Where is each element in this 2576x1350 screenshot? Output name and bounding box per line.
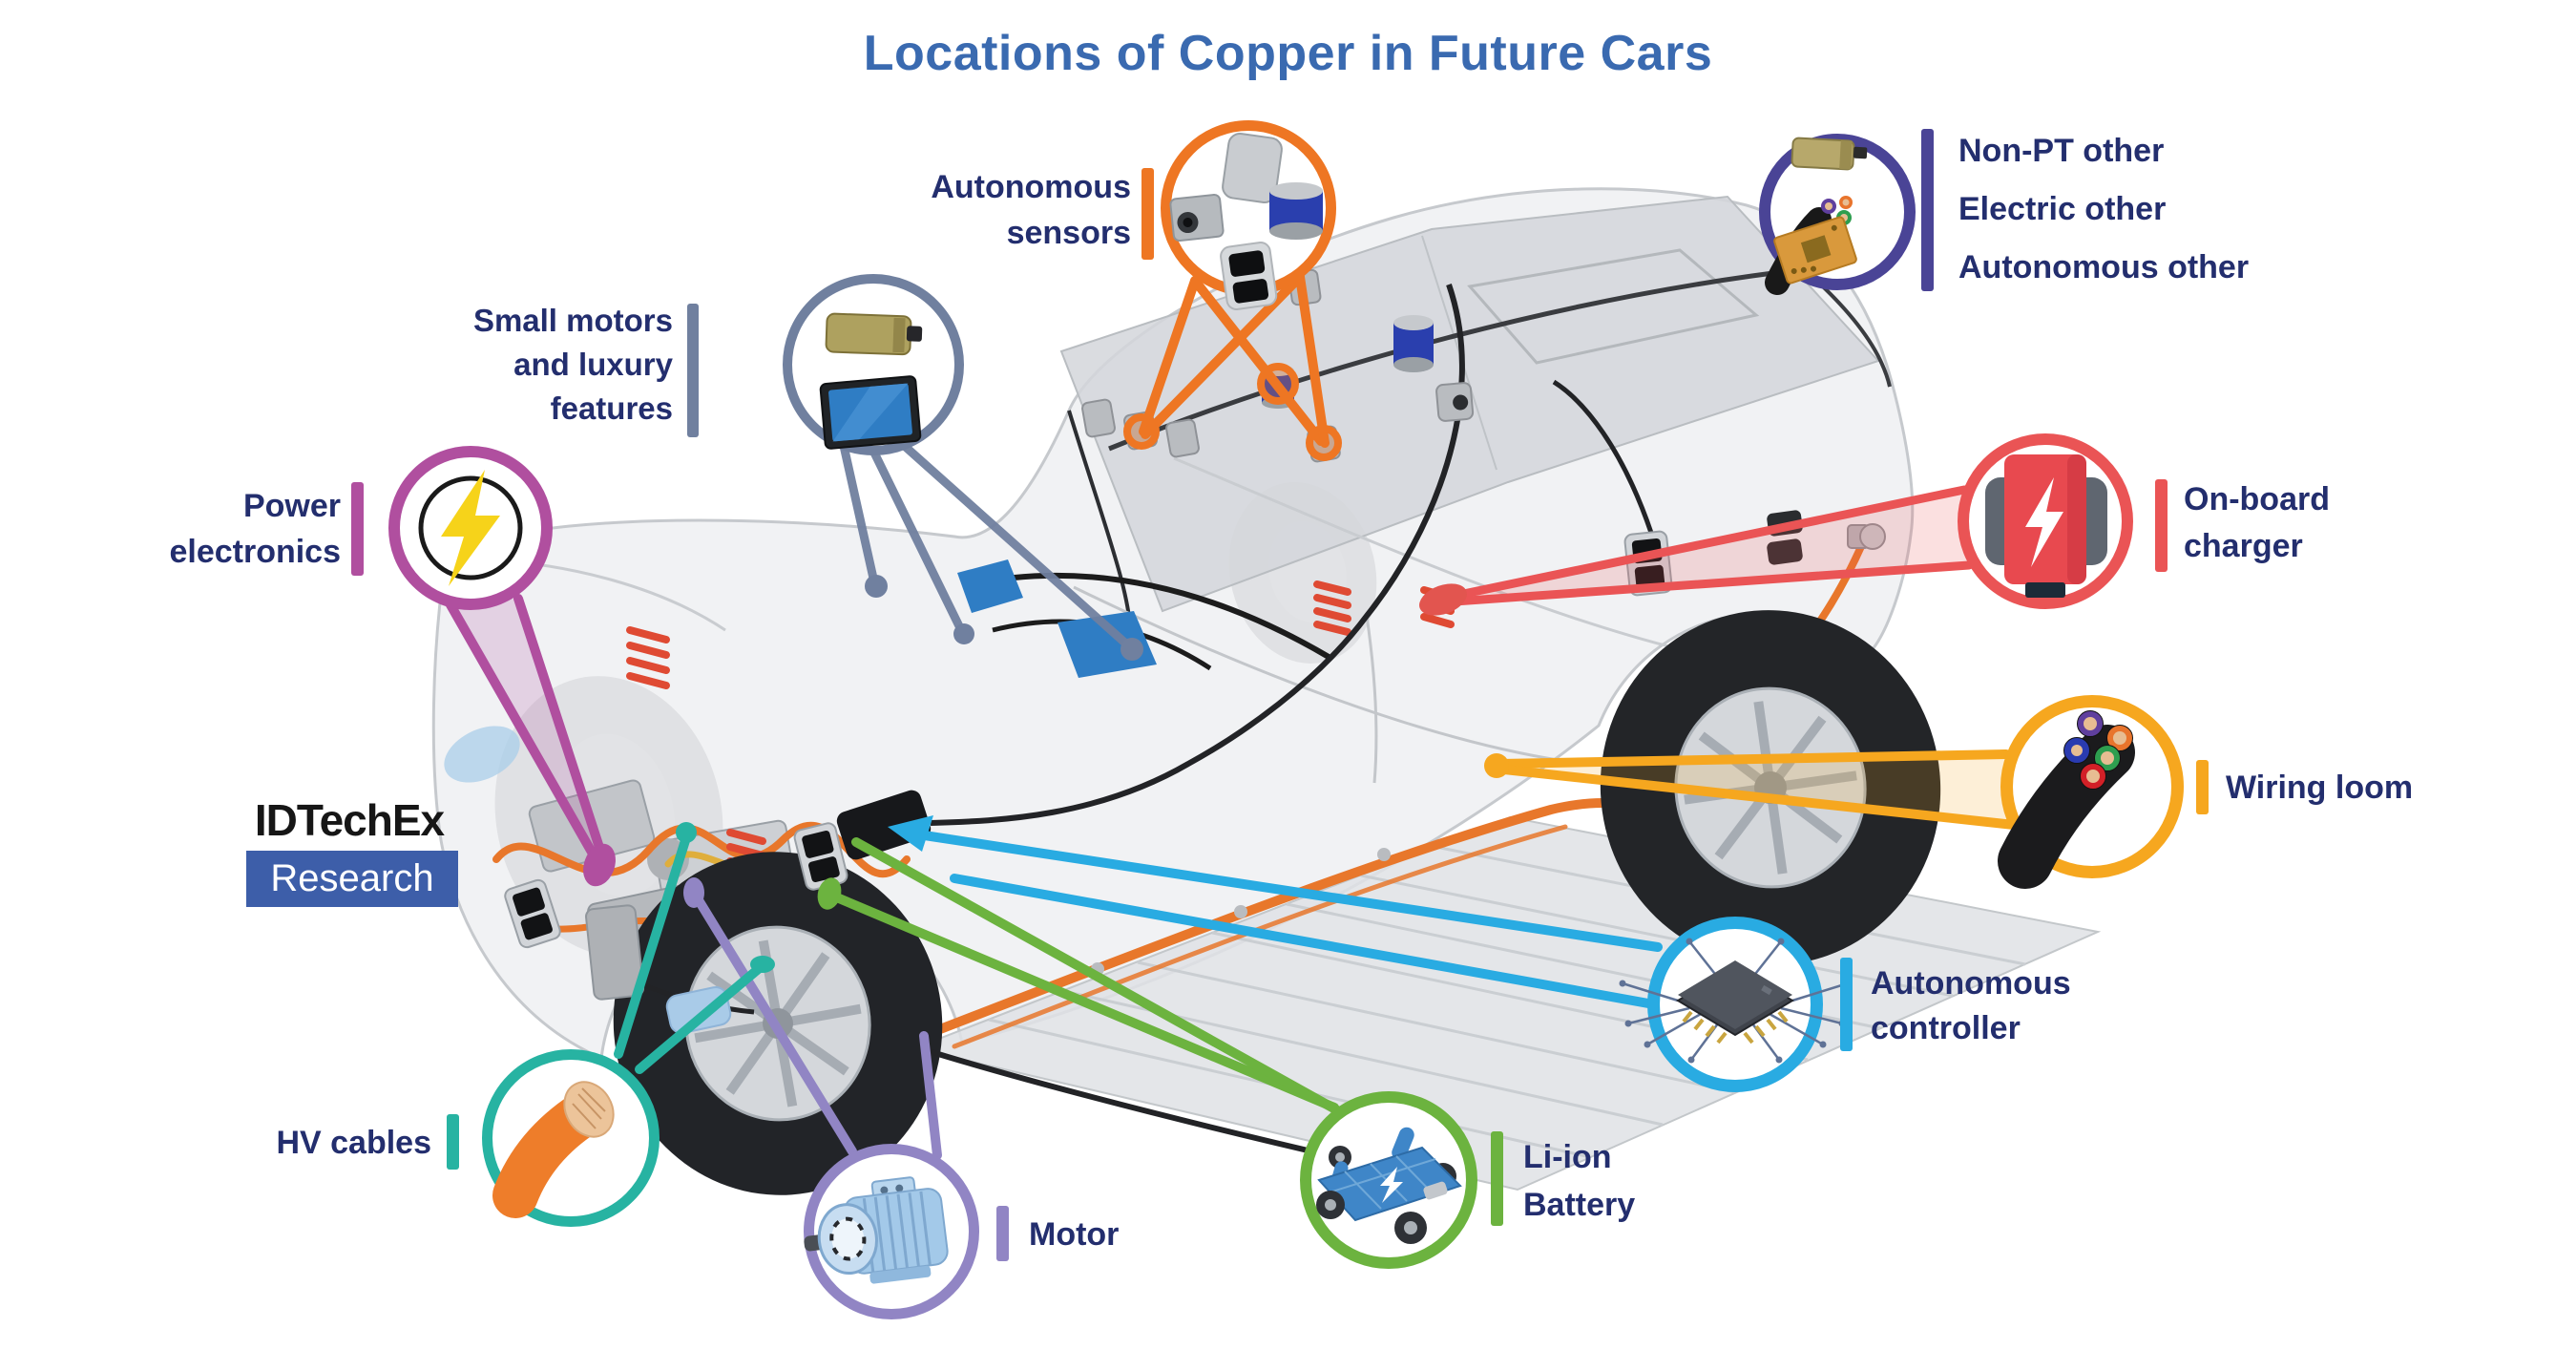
bar-non-pt-other	[1921, 129, 1934, 291]
headlight	[444, 726, 520, 783]
on-board-charger-ring	[1958, 433, 2133, 609]
label-hv-cables: HV cables	[276, 1125, 431, 1161]
bar-motor	[996, 1206, 1009, 1261]
idtechex-logo-sub: Research	[270, 857, 434, 899]
idtechex-logo-box: Research	[246, 851, 458, 907]
label-motor: Motor	[1029, 1216, 1120, 1253]
label-li-ion-battery: Li-ion Battery	[1523, 1139, 1636, 1223]
wiring-loom-ring	[2000, 695, 2184, 878]
label-small-motors: Small motors and luxury features	[472, 303, 673, 426]
cowl-details	[957, 559, 1330, 678]
small-motors-ring	[783, 274, 964, 455]
bar-power-electronics	[351, 482, 364, 576]
rear-wheel	[1600, 610, 1941, 965]
idtechex-logo: IDTechEx	[254, 795, 445, 845]
label-autonomous-sensors: Autonomous sensors	[931, 169, 1131, 251]
power-electronics-ring	[388, 446, 553, 610]
connector-lines	[444, 272, 2019, 1160]
bar-autonomous-controller	[1840, 958, 1853, 1051]
li-ion-battery-ring	[1300, 1091, 1477, 1269]
autonomous-sensors-ring	[1161, 120, 1336, 296]
bar-wiring-loom	[2196, 760, 2209, 814]
autonomous-controller-ring	[1647, 917, 1823, 1092]
bar-on-board-charger	[2155, 479, 2168, 572]
sensor-pads	[504, 530, 1673, 949]
label-non-pt-other: Non-PT other Electric other Autonomous o…	[1958, 133, 2250, 285]
bar-autonomous-sensors	[1141, 168, 1154, 260]
bar-li-ion-battery	[1491, 1131, 1503, 1226]
motor-ring	[804, 1144, 979, 1319]
bar-hv-cables	[447, 1114, 459, 1170]
label-autonomous-controller: Autonomous controller	[1871, 965, 2071, 1046]
label-on-board-charger: On-board charger	[2184, 481, 2330, 564]
hv-cables-ring	[482, 1049, 660, 1227]
label-wiring-loom: Wiring loom	[2226, 770, 2414, 806]
bar-small-motors	[687, 304, 699, 437]
non-pt-other-ring	[1759, 134, 1916, 290]
label-power-electronics: Power electronics	[169, 488, 341, 570]
page-title: Locations of Copper in Future Cars	[863, 26, 1713, 81]
